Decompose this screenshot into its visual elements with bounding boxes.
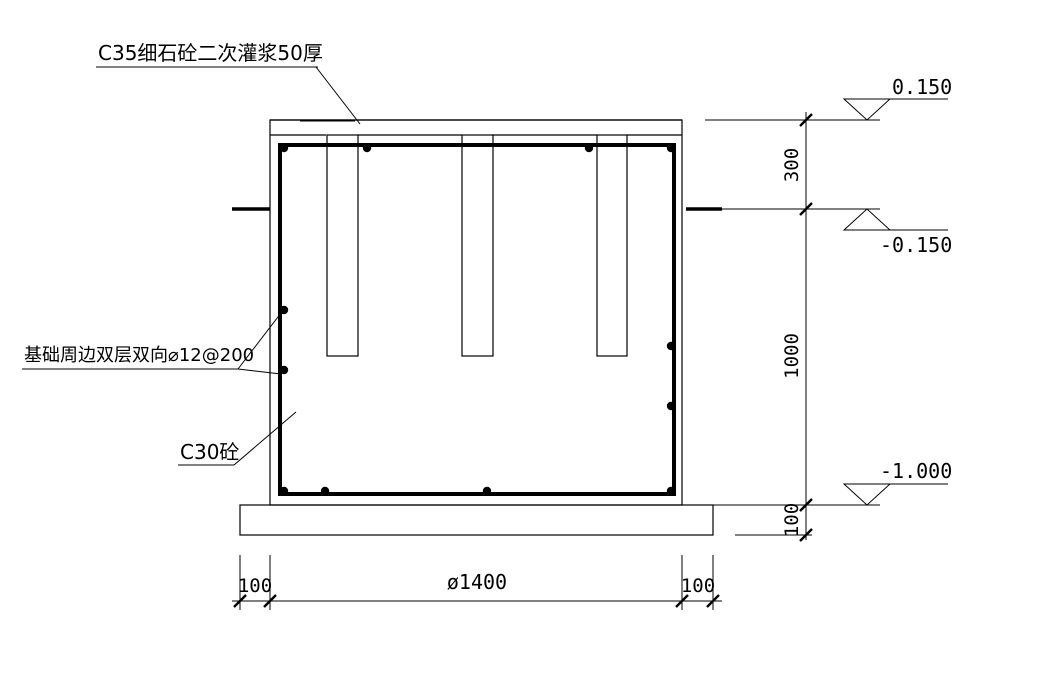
anchor-pockets bbox=[326, 134, 628, 357]
elevation-ground: -0.150 bbox=[812, 208, 952, 257]
dim-horizontal-left: 100 bbox=[238, 575, 272, 597]
bedding-layer bbox=[239, 504, 714, 536]
vertical-dimension-chain: 300 1000 100 bbox=[705, 112, 813, 542]
grout-note-label: C35细石砼二次灌浆50厚 bbox=[98, 41, 323, 65]
concrete-note-label: C30砼 bbox=[180, 440, 239, 464]
rebar-dots bbox=[279, 143, 676, 496]
dim-vertical-upper: 300 bbox=[781, 148, 803, 182]
dim-vertical-middle: 1000 bbox=[781, 333, 803, 379]
elevation-top-label: 0.150 bbox=[892, 75, 952, 99]
elevation-ground-label: -0.150 bbox=[880, 233, 952, 257]
rebar-note-leader: 基础周边双层双向⌀12@200 bbox=[22, 312, 282, 375]
elevation-bottom-label: -1.000 bbox=[880, 459, 952, 483]
concrete-note-leader: C30砼 bbox=[178, 411, 297, 466]
rebar-note-label: 基础周边双层双向⌀12@200 bbox=[24, 345, 254, 366]
anchor-pocket-3 bbox=[596, 134, 628, 357]
elevation-top: 0.150 bbox=[812, 75, 952, 121]
grout-note-leader: C35细石砼二次灌浆50厚 bbox=[96, 41, 361, 125]
anchor-pocket-2 bbox=[461, 134, 494, 357]
rebar-cage bbox=[278, 143, 676, 496]
dim-vertical-lower: 100 bbox=[781, 503, 803, 537]
foundation-body bbox=[269, 119, 683, 506]
dim-horizontal-middle: ø1400 bbox=[447, 570, 507, 594]
elevation-bottom: -1.000 bbox=[812, 459, 952, 506]
anchor-pocket-1 bbox=[326, 134, 359, 357]
dim-horizontal-right: 100 bbox=[681, 575, 715, 597]
horizontal-dimension-chain: 100 ø1400 100 bbox=[232, 555, 722, 610]
